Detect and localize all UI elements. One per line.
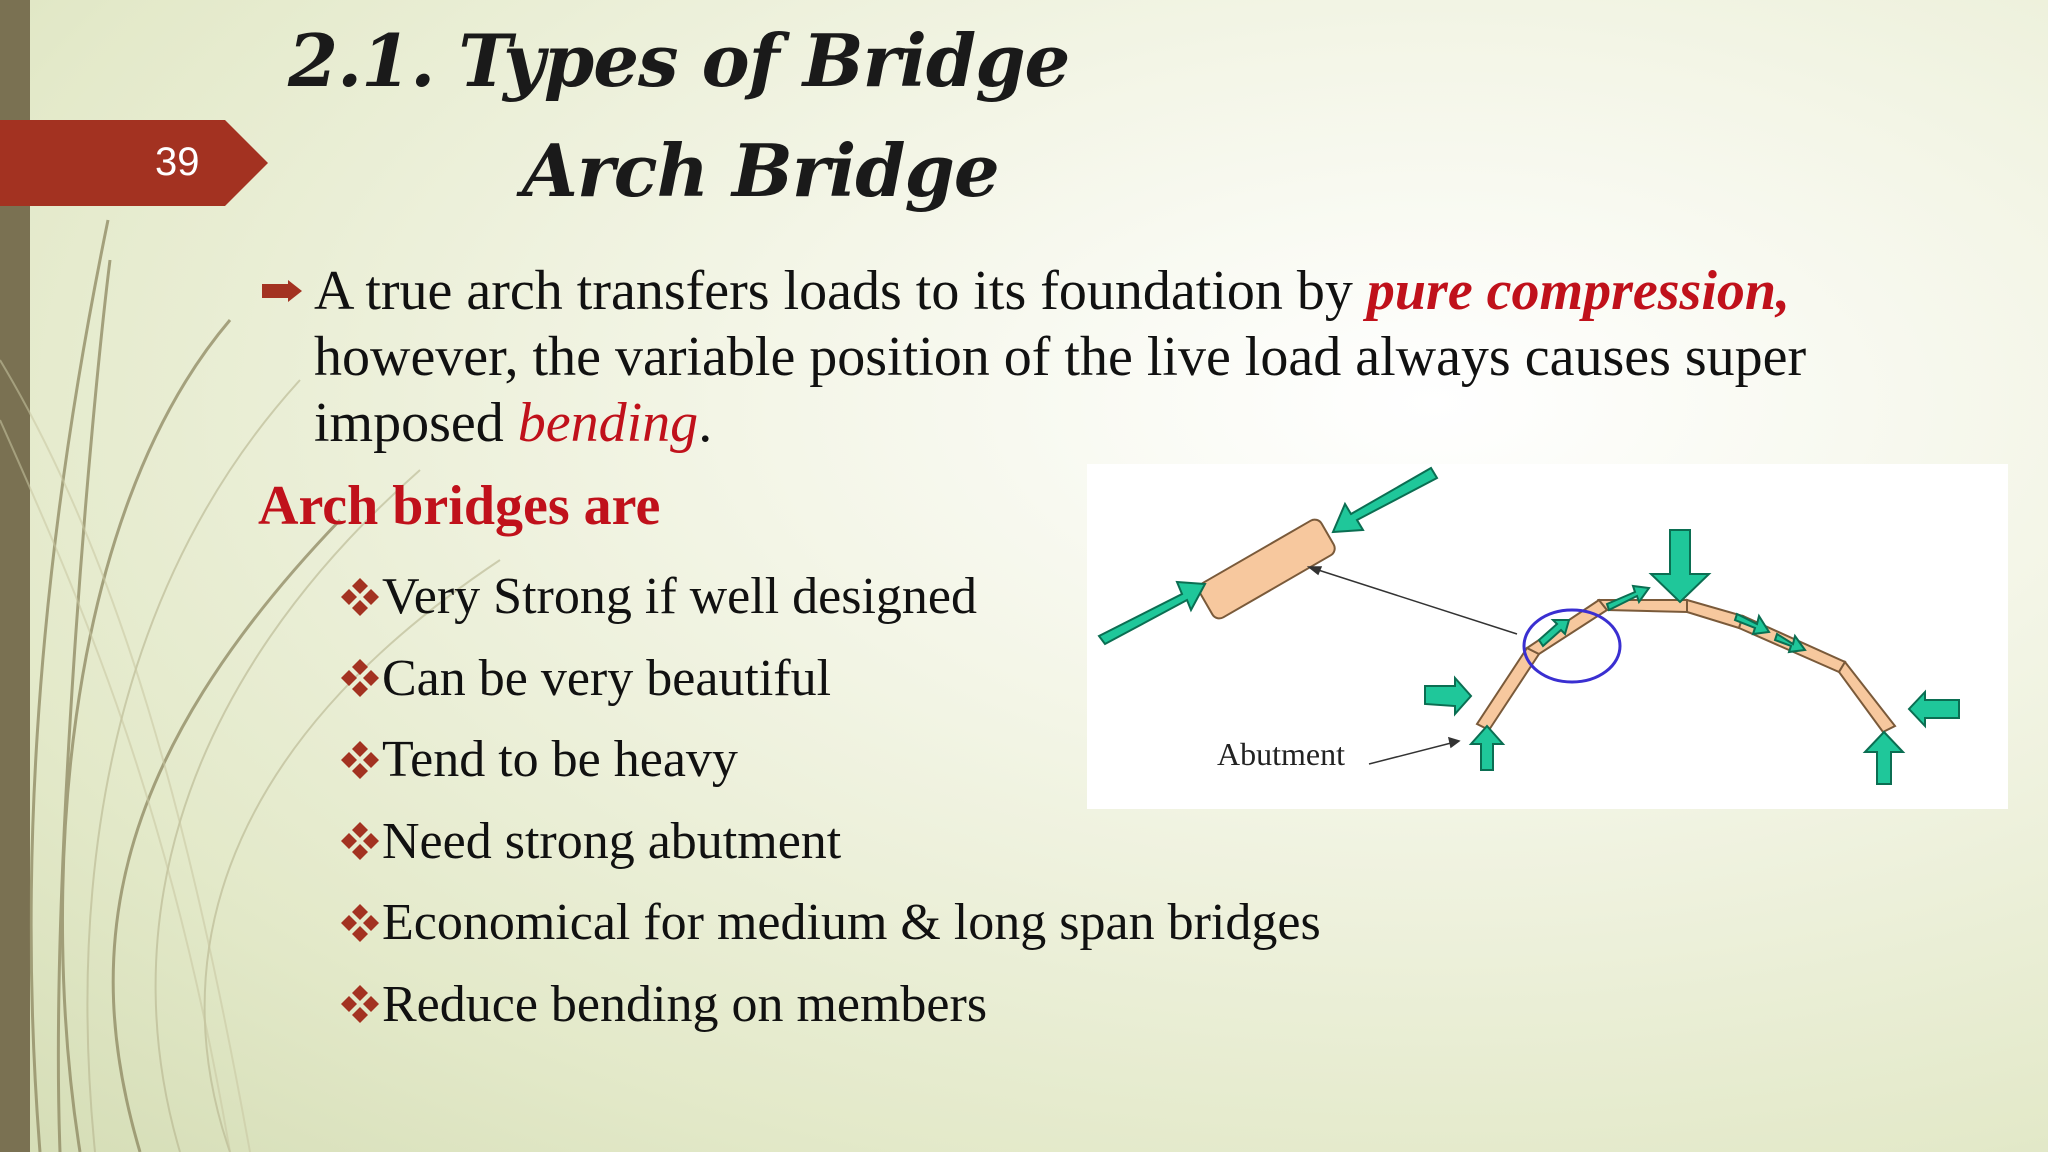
list-item-text: Reduce bending on members — [382, 975, 988, 1033]
feature-list: Very Strong if well designed Can be very… — [338, 556, 1321, 1045]
diamond-bullet-icon — [341, 659, 379, 698]
decorative-curves — [0, 219, 501, 1152]
diamond-bullet-icon — [341, 903, 379, 942]
list-item-text: Economical for medium & long span bridge… — [382, 894, 1321, 952]
list-item: Economical for medium & long span bridge… — [338, 882, 1321, 964]
highlight-circle — [1522, 608, 1622, 684]
lead-paragraph: A true arch transfers loads to its found… — [314, 258, 1994, 456]
slide-number: 39 — [155, 140, 200, 184]
arch-force-diagram: Abutment — [1087, 464, 2008, 809]
diamond-bullet-icon — [341, 740, 379, 779]
slide-title: 2.1. Types of Bridge — [288, 18, 1070, 103]
list-item: Very Strong if well designed — [338, 556, 1321, 638]
free-body-member — [1198, 518, 1336, 620]
lead-emphasis-compression: pure compression, — [1366, 260, 1791, 322]
list-item: Tend to be heavy — [338, 719, 1321, 801]
section-heading: Arch bridges are — [258, 475, 661, 537]
list-item-text: Can be very beautiful — [382, 649, 832, 707]
abutment-pointer — [1368, 736, 1461, 765]
list-item-text: Tend to be heavy — [382, 731, 738, 789]
force-arrows — [1097, 466, 1960, 785]
diamond-bullet-icon — [341, 985, 379, 1024]
lead-emphasis-bending: bending — [517, 392, 699, 454]
list-item-text: Need strong abutment — [382, 812, 842, 870]
lead-text-part2: however, the variable position of the li… — [314, 326, 1807, 454]
list-item: Reduce bending on members — [338, 964, 1321, 1046]
pointer-line — [1306, 566, 1518, 635]
abutment-label: Abutment — [1217, 736, 1345, 772]
list-item: Can be very beautiful — [338, 638, 1321, 720]
list-item: Need strong abutment — [338, 801, 1321, 883]
slide-number-tab — [0, 120, 268, 206]
lead-text-part1: A true arch transfers loads to its found… — [314, 260, 1367, 322]
diamond-bullet-icon — [341, 822, 379, 861]
arrow-bullet-icon — [262, 280, 302, 302]
lead-text-part3: . — [698, 392, 713, 454]
slide-subtitle: Arch Bridge — [522, 128, 1000, 213]
diamond-bullet-icon — [341, 577, 379, 616]
list-item-text: Very Strong if well designed — [382, 568, 978, 626]
